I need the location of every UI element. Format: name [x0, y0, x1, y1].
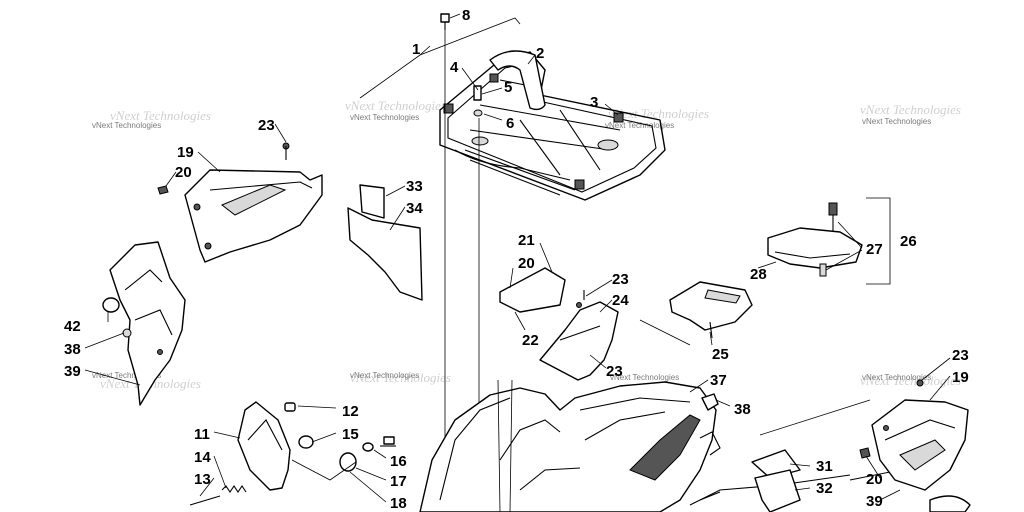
callout-11: 11 — [194, 426, 210, 443]
watermark: vNext Technologies — [860, 373, 961, 388]
watermark: vNext Technologies — [350, 370, 451, 385]
callout-8: 8 — [462, 7, 470, 24]
callout-20-right: 20 — [866, 471, 883, 488]
callout-6: 6 — [506, 115, 514, 132]
rack-mount-clip — [489, 73, 499, 83]
callout-20-center: 20 — [518, 255, 535, 272]
callout-15: 15 — [342, 426, 359, 443]
callout-33: 33 — [406, 178, 423, 195]
callout-2: 2 — [536, 45, 544, 62]
rack-mount-clip — [574, 179, 585, 190]
callout-22: 22 — [522, 332, 539, 349]
watermark: vNext Technologies — [350, 371, 419, 380]
callout-21: 21 — [518, 232, 535, 249]
callout-18: 18 — [390, 495, 407, 512]
callout-24: 24 — [612, 292, 629, 309]
front-rack — [359, 17, 666, 201]
watermark: vNext Technologies — [862, 117, 931, 126]
callout-31: 31 — [816, 458, 833, 475]
callout-39-left: 39 — [64, 363, 81, 380]
callout-37: 37 — [710, 372, 727, 389]
callout-1: 1 — [412, 41, 420, 58]
callout-13: 13 — [194, 471, 211, 488]
callout-23-top-left: 23 — [258, 117, 275, 134]
part-26-assembly — [767, 197, 891, 285]
watermark: vNext Technologies — [862, 373, 931, 382]
callout-14: 14 — [194, 449, 211, 466]
watermark: vNext Technologies — [350, 113, 419, 122]
front-fender-body — [419, 319, 901, 512]
leader-lines — [84, 13, 951, 503]
center-panels — [499, 267, 619, 381]
left-side-panel — [157, 142, 323, 263]
callout-3: 3 — [590, 94, 598, 111]
callout-16: 16 — [390, 453, 407, 470]
callout-labels: 8 1 2 4 5 3 6 23 19 20 33 34 21 20 23 24… — [64, 7, 969, 512]
callout-26: 26 — [900, 233, 917, 250]
left-lower-panel — [102, 241, 186, 406]
rack-mount-clip — [443, 103, 454, 114]
watermark: vNext Technologies — [92, 121, 161, 130]
watermark: vNext Technologies — [110, 108, 211, 123]
callout-34: 34 — [406, 200, 423, 217]
callout-4: 4 — [450, 59, 459, 76]
callout-32: 32 — [816, 480, 833, 497]
callout-19-left: 19 — [177, 144, 194, 161]
callout-23-lower: 23 — [606, 363, 623, 380]
callout-38-left: 38 — [64, 341, 81, 358]
part-25-cover — [669, 281, 753, 339]
callout-23-right: 23 — [952, 347, 969, 364]
callout-17: 17 — [390, 473, 407, 490]
rack-mount-clip — [613, 112, 624, 123]
watermark: vNext Technologies — [605, 121, 674, 130]
callout-19-right: 19 — [952, 369, 969, 386]
callout-39-right: 39 — [866, 493, 883, 510]
watermarks: vNext Technologies vNext Technologies vN… — [92, 98, 961, 391]
light-assembly — [189, 401, 396, 506]
callout-23-center: 23 — [612, 271, 629, 288]
callout-25: 25 — [712, 346, 729, 363]
callout-28: 28 — [750, 266, 767, 283]
callout-38-right: 38 — [734, 401, 751, 418]
decals-33-34 — [347, 184, 423, 301]
callout-20-left: 20 — [175, 164, 192, 181]
callout-5: 5 — [504, 79, 512, 96]
watermark: vNext Technologies — [92, 371, 161, 380]
callout-27: 27 — [866, 241, 883, 258]
callout-42: 42 — [64, 318, 81, 335]
watermark: vNext Technologies — [860, 102, 961, 117]
watermark: vNext Technologies — [610, 373, 679, 382]
washer-38 — [701, 393, 719, 411]
watermark: vNext Technologies — [608, 106, 709, 121]
right-side-panel — [859, 379, 971, 512]
callout-12: 12 — [342, 403, 359, 420]
decals-31-32 — [751, 449, 801, 512]
watermark: vNext Technologies — [345, 98, 446, 113]
